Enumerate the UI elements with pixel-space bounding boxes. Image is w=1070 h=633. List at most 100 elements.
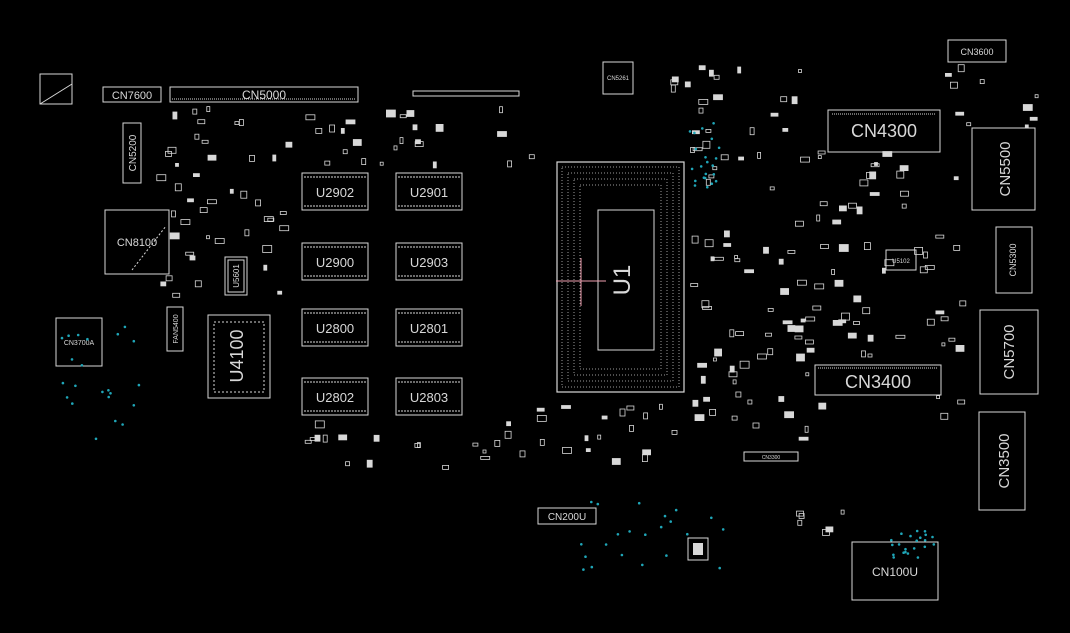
cn8100-connector[interactable]: CN8100 — [104, 209, 170, 275]
u2903-chip[interactable]: U2903 — [395, 242, 463, 281]
smd-part — [794, 325, 804, 333]
smd-part — [342, 149, 348, 155]
smd-part — [848, 202, 857, 209]
smd-part — [314, 420, 325, 429]
smd-part — [709, 408, 716, 416]
smd-part — [869, 192, 880, 196]
smd-part — [156, 174, 167, 182]
smd-part — [782, 127, 789, 132]
u5601-chip[interactable]: U5601 — [224, 256, 248, 296]
u2802-chip[interactable]: U2802 — [301, 377, 369, 416]
smd-part — [953, 244, 961, 251]
u5102-label: U5102 — [892, 259, 910, 265]
smd-part — [864, 242, 871, 251]
cn3500-connector[interactable]: CN3500 — [978, 411, 1026, 511]
test-point — [123, 325, 127, 329]
smd-part — [519, 450, 526, 458]
smd-part — [244, 229, 250, 237]
smd-part — [1029, 116, 1038, 121]
smd-part — [366, 459, 373, 468]
smd-part — [207, 154, 217, 161]
smd-part — [919, 266, 928, 274]
cn4300-connector[interactable]: CN4300 — [827, 109, 941, 153]
u2901-chip[interactable]: U2901 — [395, 172, 463, 211]
smd-part — [747, 399, 753, 405]
test-point — [659, 525, 663, 529]
u2803-chip[interactable]: U2803 — [395, 377, 463, 416]
cn7600-connector[interactable]: CN7600 — [102, 86, 162, 103]
smd-part — [798, 436, 809, 441]
smd-part — [279, 211, 287, 215]
smd-part — [767, 307, 774, 312]
cn5200-connector[interactable]: CN5200 — [122, 122, 142, 184]
cn3700a-connector[interactable]: CN3700A — [55, 317, 103, 367]
test-point — [76, 333, 80, 337]
u1-cpu[interactable]: U1 — [556, 161, 685, 393]
smd-part — [714, 256, 724, 261]
smd-part — [234, 121, 240, 125]
smd-part — [955, 111, 965, 116]
test-point — [109, 392, 112, 395]
test-point — [693, 131, 696, 135]
u2900-chip[interactable]: U2900 — [301, 242, 369, 281]
smd-part — [480, 455, 491, 460]
u2800-chip[interactable]: U2800 — [301, 308, 369, 347]
smd-part — [805, 372, 810, 377]
u4100-chip[interactable]: U4100 — [207, 314, 271, 399]
smd-part — [901, 203, 907, 209]
test-point — [616, 533, 620, 536]
test-point — [637, 501, 641, 505]
smd-part — [240, 190, 248, 199]
test-point — [718, 566, 721, 570]
test-point — [923, 539, 927, 542]
cn5700-connector[interactable]: CN5700 — [979, 309, 1039, 395]
smd-part — [322, 434, 328, 443]
cn5500-connector[interactable]: CN5500 — [971, 127, 1036, 211]
test-point — [694, 147, 698, 151]
cn5000-connector[interactable]: CN5000 — [169, 86, 359, 103]
smd-part — [705, 128, 712, 133]
test-point — [65, 396, 69, 399]
cn3400-connector[interactable]: CN3400 — [814, 364, 942, 396]
fan5400-connector[interactable]: FAN5400 — [166, 306, 184, 352]
smd-part — [169, 232, 180, 240]
smd-part — [923, 251, 928, 259]
test-point — [590, 500, 593, 504]
cn200u-connector[interactable]: CN200U — [537, 507, 597, 525]
test-point — [580, 543, 583, 546]
smd-part — [805, 316, 816, 322]
u2801-chip[interactable]: U2801 — [395, 308, 463, 347]
smd-part — [735, 391, 742, 398]
fan5400-label: FAN5400 — [173, 314, 180, 343]
cn3300-connector[interactable]: CN3300 — [743, 451, 799, 462]
cn5261-connector[interactable]: CN5261 — [602, 61, 634, 95]
smd-part — [692, 130, 700, 135]
smd-part — [643, 412, 648, 420]
smd-part — [763, 246, 769, 254]
smd-part — [194, 133, 200, 140]
smd-part — [611, 458, 621, 465]
smd-part — [194, 280, 202, 288]
test-point — [628, 530, 631, 533]
cn100u-connector[interactable]: CN100U — [851, 541, 939, 601]
smd-part — [167, 146, 177, 154]
smd-part — [713, 94, 723, 101]
smd-part — [315, 127, 323, 134]
cn5300-connector[interactable]: CN5300 — [995, 226, 1033, 294]
smd-part — [597, 434, 602, 440]
smd-part — [924, 264, 935, 270]
cn3600-connector[interactable]: CN3600 — [947, 39, 1007, 63]
smd-part — [782, 320, 793, 325]
smd-part — [899, 165, 909, 172]
test-point — [620, 553, 624, 557]
smd-part — [249, 154, 255, 162]
smd-part — [201, 139, 209, 144]
smd-part — [831, 269, 835, 275]
test-point — [892, 556, 895, 559]
u2903-label: U2903 — [410, 255, 448, 270]
smd-part — [728, 371, 738, 378]
test-point — [132, 404, 136, 407]
u2902-chip[interactable]: U2902 — [301, 172, 369, 211]
smd-part — [165, 275, 173, 282]
smd-part — [536, 414, 547, 422]
